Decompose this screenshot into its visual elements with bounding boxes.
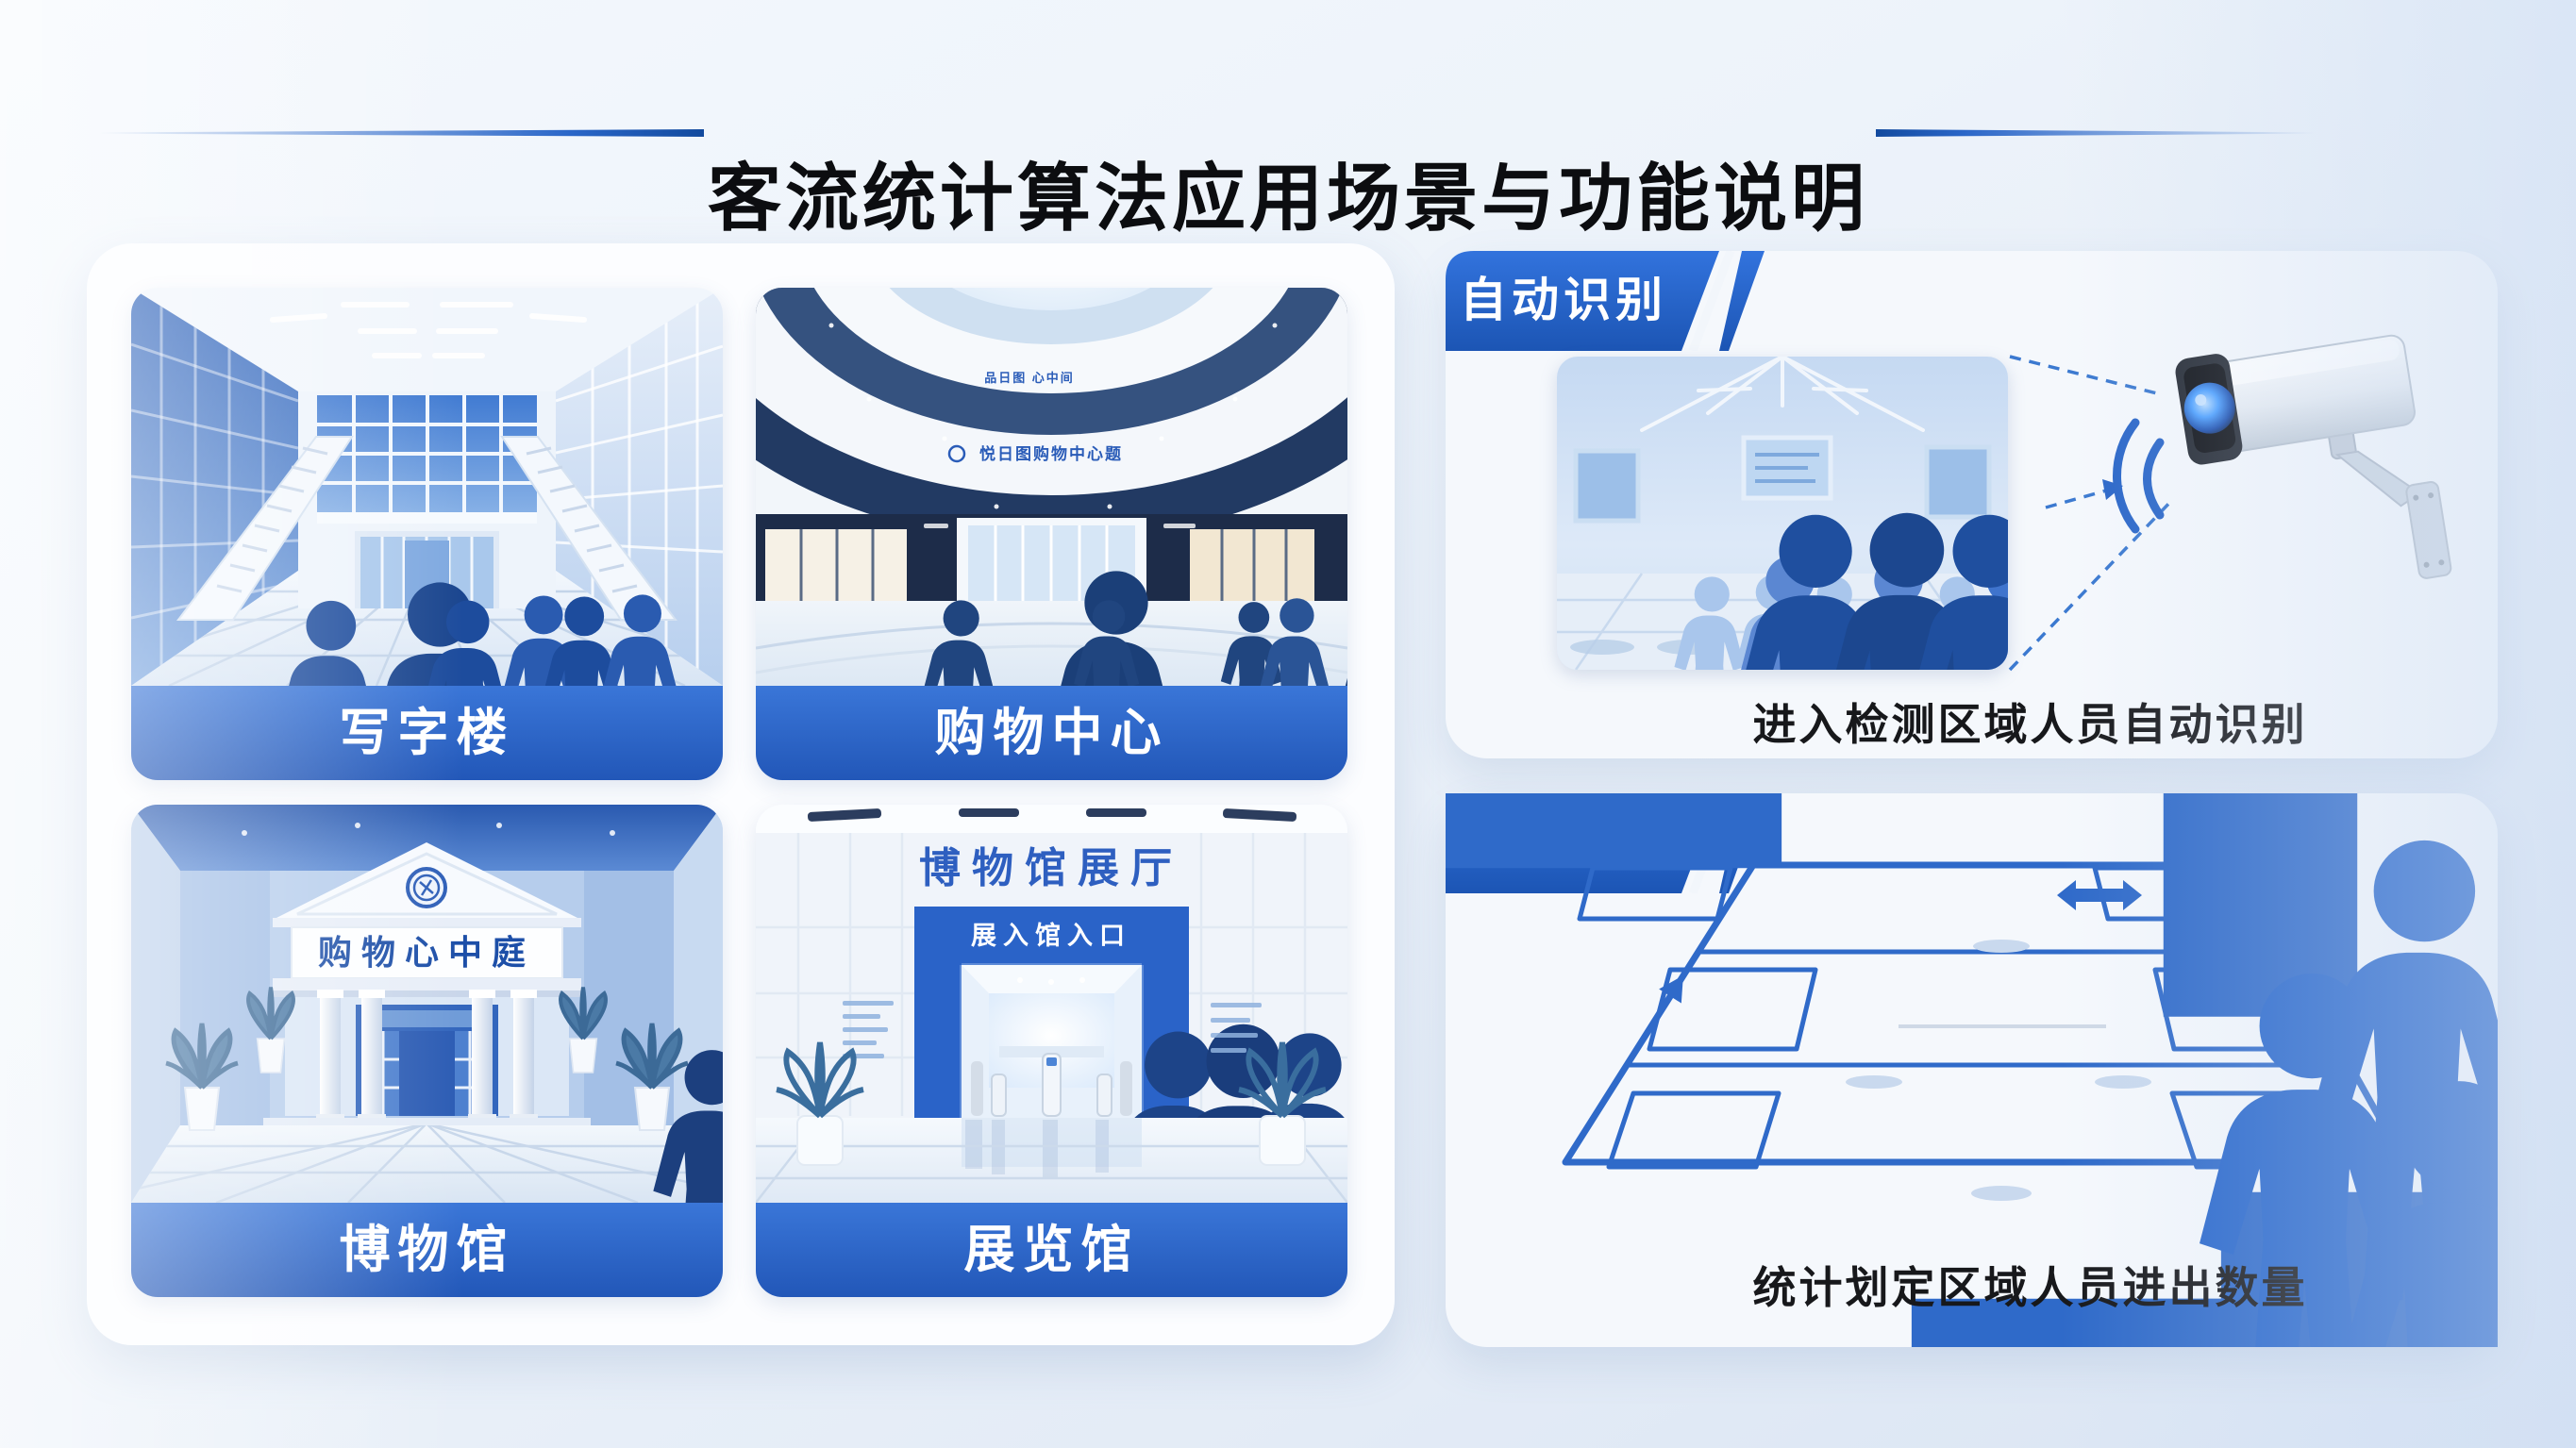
staircase-left	[176, 436, 354, 621]
mall-ring-sign-mid: 悦日图购物中心题	[979, 444, 1123, 463]
scenario-card-mall: 品日图 心中间 悦日图购物中心题	[756, 288, 1347, 780]
title-rule-right	[1876, 129, 2316, 137]
museum-facade: 购物心中庭	[263, 842, 591, 1125]
exhibition-entrance-illustration: 博物馆展厅 展入馆入口	[756, 805, 1347, 1203]
panel-caption: 统计划定区域人员进出数量	[1752, 1263, 2308, 1312]
boundary-arrowhead-left	[1659, 975, 1683, 1004]
scenario-card-exhibition: 博物馆展厅 展入馆入口	[756, 805, 1347, 1297]
card-label-museum: 博物馆	[131, 1203, 723, 1297]
badge-auto-recognition: 自动识别	[1446, 251, 1766, 351]
cctv-camera-icon	[2175, 334, 2452, 579]
feature-panel-auto-recognition: 自动识别	[1446, 251, 2498, 758]
museum-facade-sign: 购物心中庭	[318, 933, 535, 972]
scenario-board: 写字楼	[87, 243, 1395, 1345]
diagram-people	[1846, 841, 2498, 1347]
museum-plants	[165, 987, 689, 1131]
mall-ring-sign-top: 品日图 心中间	[984, 371, 1075, 385]
detection-dashed-lines	[2008, 355, 2176, 672]
scenario-card-museum: 购物心中庭	[131, 805, 723, 1297]
zone-cell	[1606, 1090, 1781, 1170]
title-rule-left	[98, 129, 704, 137]
panel-caption: 进入检测区域人员自动识别	[1752, 700, 2308, 749]
mall-atrium-illustration: 品日图 心中间 悦日图购物中心题	[756, 288, 1347, 686]
dashed-arrowhead	[2102, 479, 2123, 500]
double-arrow-icon	[2057, 880, 2142, 910]
zone-cell	[1577, 865, 1733, 922]
page-title: 客流统计算法应用场景与功能说明	[707, 157, 1868, 241]
staircase-right	[500, 436, 678, 621]
feature-panel-count-statistics: 数量统计	[1446, 793, 2498, 1347]
card-label-exhibition: 展览馆	[756, 1203, 1347, 1297]
signal-waves-icon	[2113, 418, 2165, 534]
zone-count-diagram	[1446, 793, 2498, 1347]
exhibition-wall-sign: 博物馆展厅	[919, 845, 1183, 891]
badge-label: 自动识别	[1460, 274, 1667, 326]
exhibition-plants	[776, 1041, 1327, 1166]
detection-area-image	[1557, 357, 2008, 670]
zone-cell	[1647, 967, 1818, 1052]
scenario-card-office: 写字楼	[131, 288, 723, 780]
card-label-mall: 购物中心	[756, 686, 1347, 780]
turnstile-gates	[971, 1053, 1132, 1117]
exhibition-portal-sign: 展入馆入口	[971, 921, 1131, 950]
card-label-office: 写字楼	[131, 686, 723, 780]
office-lobby-illustration	[131, 288, 723, 686]
museum-entrance-illustration: 购物心中庭	[131, 805, 723, 1203]
exhibition-portal: 展入馆入口	[914, 907, 1189, 1118]
